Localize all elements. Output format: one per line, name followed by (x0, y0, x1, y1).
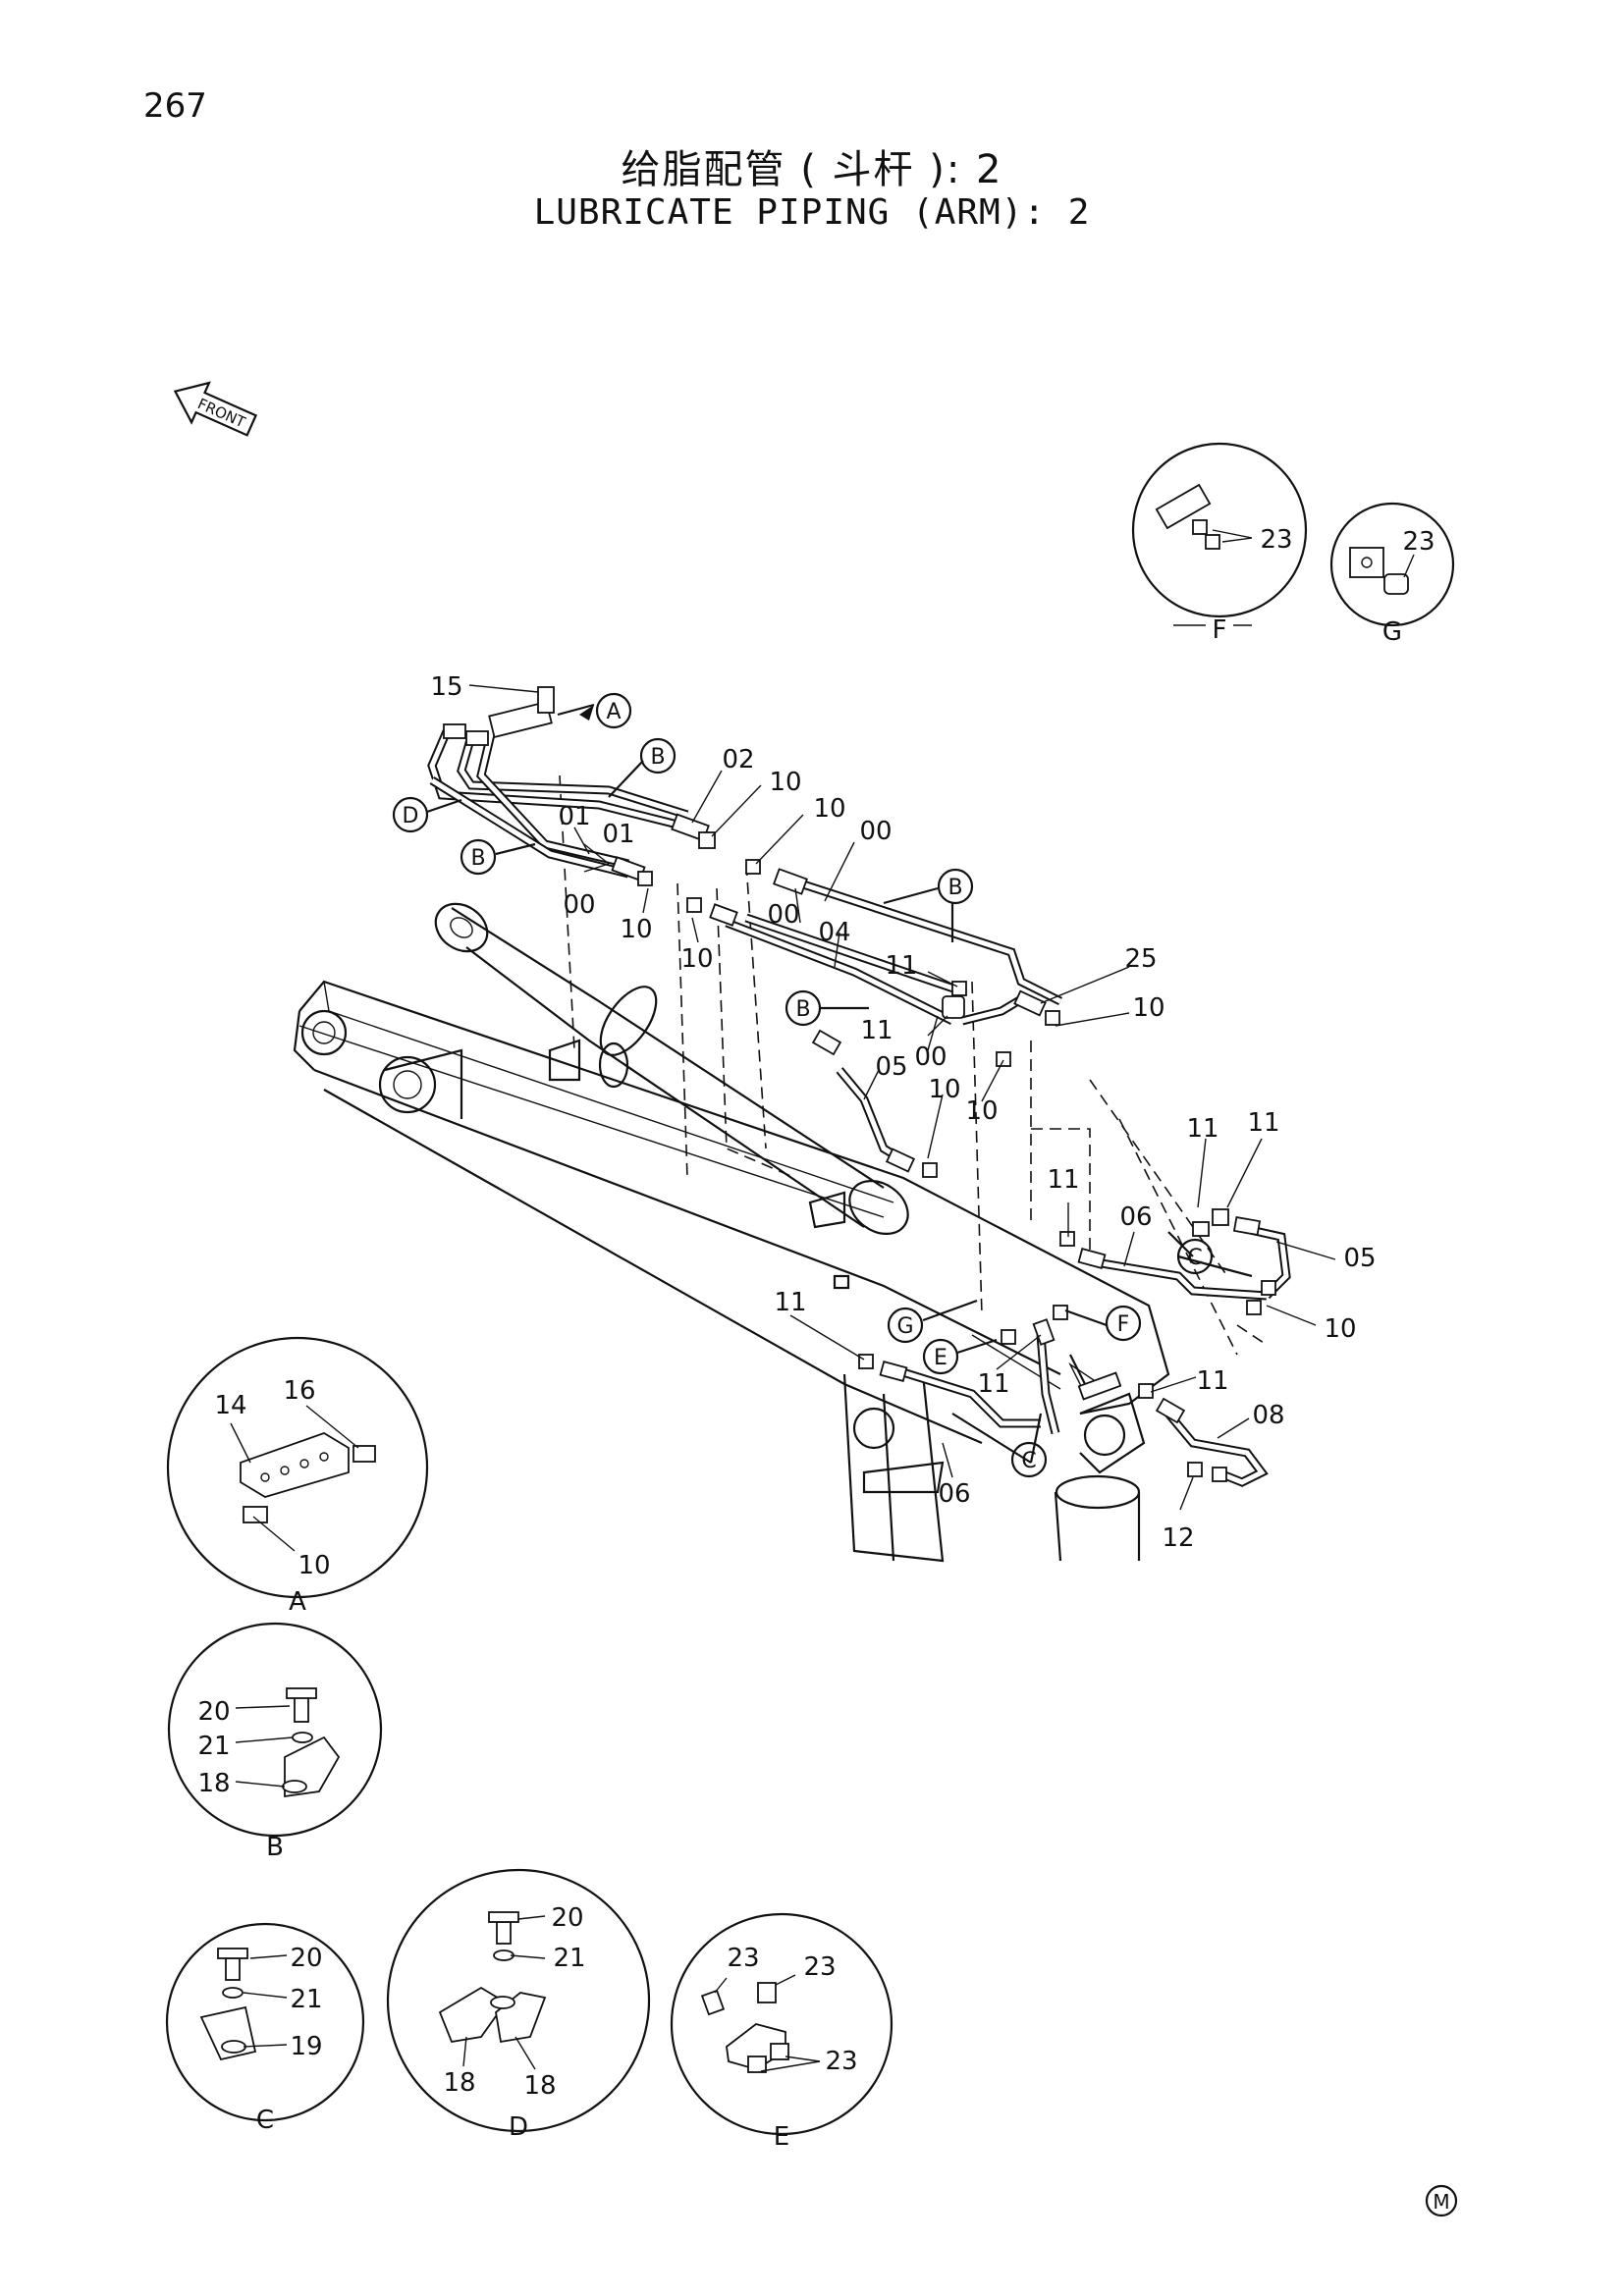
detail-g: 23 G (1329, 502, 1455, 647)
part-label-06-a: 06 (1119, 1202, 1152, 1232)
detail-e-label-23-a: 23 (727, 1944, 759, 1973)
callout-e: E (922, 1338, 998, 1375)
callout-d: D (392, 796, 462, 833)
detail-d-letter: D (509, 2112, 528, 2142)
detail-a-label-14: 14 (214, 1391, 246, 1420)
detail-d-label-21: 21 (553, 1944, 585, 1973)
callout-letter-b-3: B (947, 876, 962, 900)
part-label-02: 02 (722, 745, 754, 774)
detail-c-label-19: 19 (290, 2032, 322, 2061)
part-label-00-d: 00 (914, 1042, 947, 1072)
circled-m-mark: M (1425, 2184, 1458, 2217)
detail-c-letter: C (256, 2106, 274, 2135)
part-label-05-b: 05 (1343, 1244, 1376, 1273)
callout-b-2: B (460, 838, 536, 876)
part-label-00-c: 00 (767, 900, 799, 930)
part-label-11-g: 11 (977, 1369, 1009, 1399)
detail-e-label-23-c: 23 (825, 2047, 857, 2076)
title-chinese: 给脂配管 ( 斗杆 ): 2 (621, 147, 1003, 192)
detail-b: 20 21 18 B (167, 1622, 383, 1862)
detail-f-label-23: 23 (1260, 525, 1292, 555)
part-label-11-f: 11 (774, 1288, 806, 1317)
detail-a-label-16: 16 (283, 1376, 315, 1406)
detail-f-letter: F (1213, 615, 1227, 645)
part-label-06-b: 06 (938, 1479, 970, 1509)
callout-letter-a: A (606, 700, 621, 724)
callout-letter-b-2: B (470, 846, 485, 871)
callout-g: G (887, 1299, 978, 1344)
fittings (443, 686, 1276, 1482)
part-label-01-b: 01 (602, 820, 634, 849)
part-label-11-e: 11 (1047, 1165, 1079, 1195)
detail-c-label-20: 20 (290, 1944, 322, 1973)
main-callouts: A B B B B D (392, 692, 1253, 1478)
part-label-10-h: 10 (1324, 1314, 1356, 1344)
page-number: 267 (143, 86, 207, 126)
grease-pipes (427, 729, 1291, 1487)
callout-b-4: B (785, 989, 869, 1027)
callout-letter-f: F (1117, 1312, 1130, 1337)
part-label-08: 08 (1252, 1401, 1284, 1430)
callout-letter-c-1: C (1187, 1246, 1202, 1270)
leader-lines (468, 684, 1336, 1511)
callout-a: A (557, 692, 632, 729)
callout-letter-c-2: C (1021, 1449, 1036, 1473)
part-label-10-a: 10 (769, 768, 801, 797)
part-label-12: 12 (1162, 1523, 1194, 1553)
callout-letter-d: D (403, 804, 419, 828)
detail-d: 20 21 18 18 D (386, 1868, 651, 2142)
callout-letter-b-1: B (650, 745, 665, 770)
part-label-10-d: 10 (680, 944, 713, 974)
detail-b-label-18: 18 (197, 1769, 230, 1798)
part-label-05-a: 05 (875, 1052, 907, 1082)
callout-letter-g: G (896, 1314, 913, 1339)
arm-assembly (293, 774, 1268, 1563)
part-label-11-c: 11 (1186, 1114, 1218, 1144)
detail-e-letter: E (774, 2122, 789, 2152)
part-label-10-g: 10 (965, 1096, 998, 1126)
detail-a-letter: A (289, 1587, 306, 1617)
part-label-10-e: 10 (1132, 993, 1164, 1023)
callout-c-1: C (1167, 1231, 1253, 1278)
detail-f: 23 F (1131, 442, 1308, 645)
callout-f: F (1064, 1305, 1142, 1342)
detail-d-label-20: 20 (551, 1903, 583, 1933)
part-label-15: 15 (430, 672, 462, 702)
part-label-11-b: 11 (860, 1016, 893, 1045)
detail-a: 14 16 10 A (166, 1336, 429, 1617)
part-label-11-h: 11 (1196, 1366, 1228, 1396)
detail-b-label-21: 21 (197, 1732, 230, 1761)
callout-letter-e: E (934, 1346, 947, 1370)
part-label-10-f: 10 (928, 1075, 960, 1104)
part-label-00-a: 00 (859, 817, 892, 846)
part-label-01-a: 01 (558, 802, 590, 831)
detail-b-label-20: 20 (197, 1697, 230, 1727)
detail-a-label-10: 10 (298, 1551, 330, 1580)
detail-c-label-21: 21 (290, 1985, 322, 2014)
callout-letter-b-4: B (795, 997, 810, 1022)
title-english: LUBRICATE PIPING (ARM): 2 (533, 192, 1091, 233)
part-label-04: 04 (818, 918, 850, 947)
part-label-25: 25 (1124, 944, 1157, 974)
detail-c: 20 21 19 C (165, 1922, 365, 2135)
main-part-labels: 15 02 10 10 00 01 01 00 10 10 00 04 25 1… (430, 672, 1376, 1553)
callout-c-2: C (951, 1413, 1048, 1478)
detail-e-label-23-b: 23 (803, 1952, 836, 1982)
detail-b-letter: B (266, 1833, 284, 1862)
callout-b-3: B (883, 868, 974, 942)
detail-e: 23 23 23 E (670, 1912, 893, 2152)
part-label-00-b: 00 (563, 890, 595, 920)
callout-b-1: B (608, 737, 677, 798)
part-label-11-d: 11 (1247, 1108, 1279, 1138)
detail-d-label-18-b: 18 (523, 2071, 556, 2101)
detail-d-label-18-a: 18 (443, 2068, 475, 2098)
detail-g-letter: G (1382, 617, 1402, 647)
mark-letter: M (1433, 2190, 1449, 2214)
part-label-10-b: 10 (813, 794, 845, 824)
part-label-10-c: 10 (620, 915, 652, 944)
part-label-11-a: 11 (885, 951, 917, 981)
front-arrow-icon: FRONT (173, 381, 258, 437)
detail-g-label-23: 23 (1402, 527, 1435, 557)
